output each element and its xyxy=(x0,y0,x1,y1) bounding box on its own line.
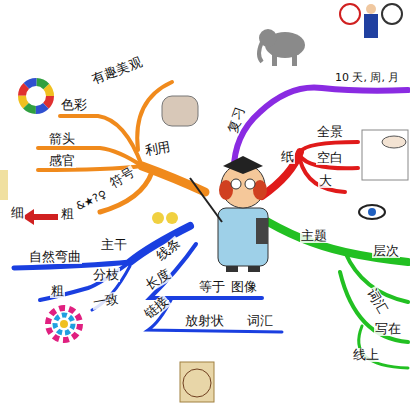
branch-label: 感官 xyxy=(48,154,76,168)
branch-label: 分枝 xyxy=(92,268,120,282)
eye-iris xyxy=(368,208,376,216)
eye-icon xyxy=(359,205,385,219)
branch-label: 全景 xyxy=(316,125,344,139)
parchment xyxy=(180,362,214,402)
teacher-glasses xyxy=(231,179,241,189)
teacher-body xyxy=(218,208,268,266)
clock-man-icon xyxy=(340,4,402,38)
branch-label: 词汇 xyxy=(364,286,390,317)
branch-label: 箭头 xyxy=(48,132,76,146)
petals xyxy=(48,308,80,340)
branch xyxy=(340,272,408,342)
flower-icon xyxy=(48,308,80,340)
branch-label: 主题 xyxy=(300,229,328,243)
green-branch xyxy=(258,216,408,368)
wheel-part xyxy=(22,82,50,110)
branch-label: 写在 xyxy=(374,322,402,336)
teacher-glasses xyxy=(245,179,255,189)
branch-label: 大 xyxy=(318,174,333,188)
eye-white xyxy=(359,205,385,219)
branch-label: 色彩 xyxy=(60,98,88,112)
eye-icon xyxy=(382,136,406,148)
color-wheel xyxy=(22,82,50,110)
smiley-icon xyxy=(152,212,164,224)
branch-label: 自然弯曲 xyxy=(28,250,82,264)
branch-label: 词汇 xyxy=(246,314,274,328)
flower-center xyxy=(60,320,68,328)
branch-label: 细 xyxy=(10,206,25,220)
branch-label: 线上 xyxy=(352,348,380,362)
branch-label: 纸 xyxy=(280,150,295,164)
wheel-part xyxy=(22,82,50,110)
branch-label: 空白 xyxy=(316,151,344,165)
wheel-part xyxy=(22,82,50,110)
brain-icon xyxy=(162,96,198,126)
branch-label: 主干 xyxy=(100,238,128,252)
man-body xyxy=(364,14,378,38)
branch-label: 放射状 xyxy=(184,314,225,328)
branch-label: 10 天, 周, 月 xyxy=(334,72,400,84)
teacher-book xyxy=(256,218,268,244)
branch-label: 图像 xyxy=(230,280,258,294)
teacher-foot xyxy=(248,266,260,272)
branch-label: 粗 xyxy=(50,284,65,298)
clock xyxy=(382,4,402,24)
circle xyxy=(183,369,211,397)
teacher-foot xyxy=(226,266,238,272)
elephant-leg xyxy=(292,52,297,66)
petals xyxy=(55,315,73,333)
elephant-trunk xyxy=(259,42,262,62)
branch-label: 一致 xyxy=(91,291,121,310)
man-head xyxy=(366,4,376,14)
elephant-icon xyxy=(259,29,305,66)
image-fragment xyxy=(0,170,8,200)
orange-branch xyxy=(38,82,205,212)
vitruvian-image xyxy=(180,362,214,402)
branch-label: 有趣美观 xyxy=(89,54,144,87)
teacher-figure xyxy=(190,156,268,272)
branch-label: 粗 xyxy=(60,207,75,221)
wheel-part xyxy=(22,82,50,110)
teacher-cap xyxy=(223,156,263,174)
blank-paper xyxy=(362,130,408,180)
branch-label: 等于 xyxy=(198,280,226,294)
smiley-icon xyxy=(166,212,178,224)
branch xyxy=(258,216,408,262)
teacher-pointer xyxy=(190,178,222,222)
elephant-leg xyxy=(272,52,277,66)
red-branch xyxy=(262,142,358,196)
branch-label: 层次 xyxy=(372,244,400,258)
branch-label: 利用 xyxy=(143,139,173,158)
clock xyxy=(340,4,360,24)
arrow-symbol xyxy=(22,209,58,225)
